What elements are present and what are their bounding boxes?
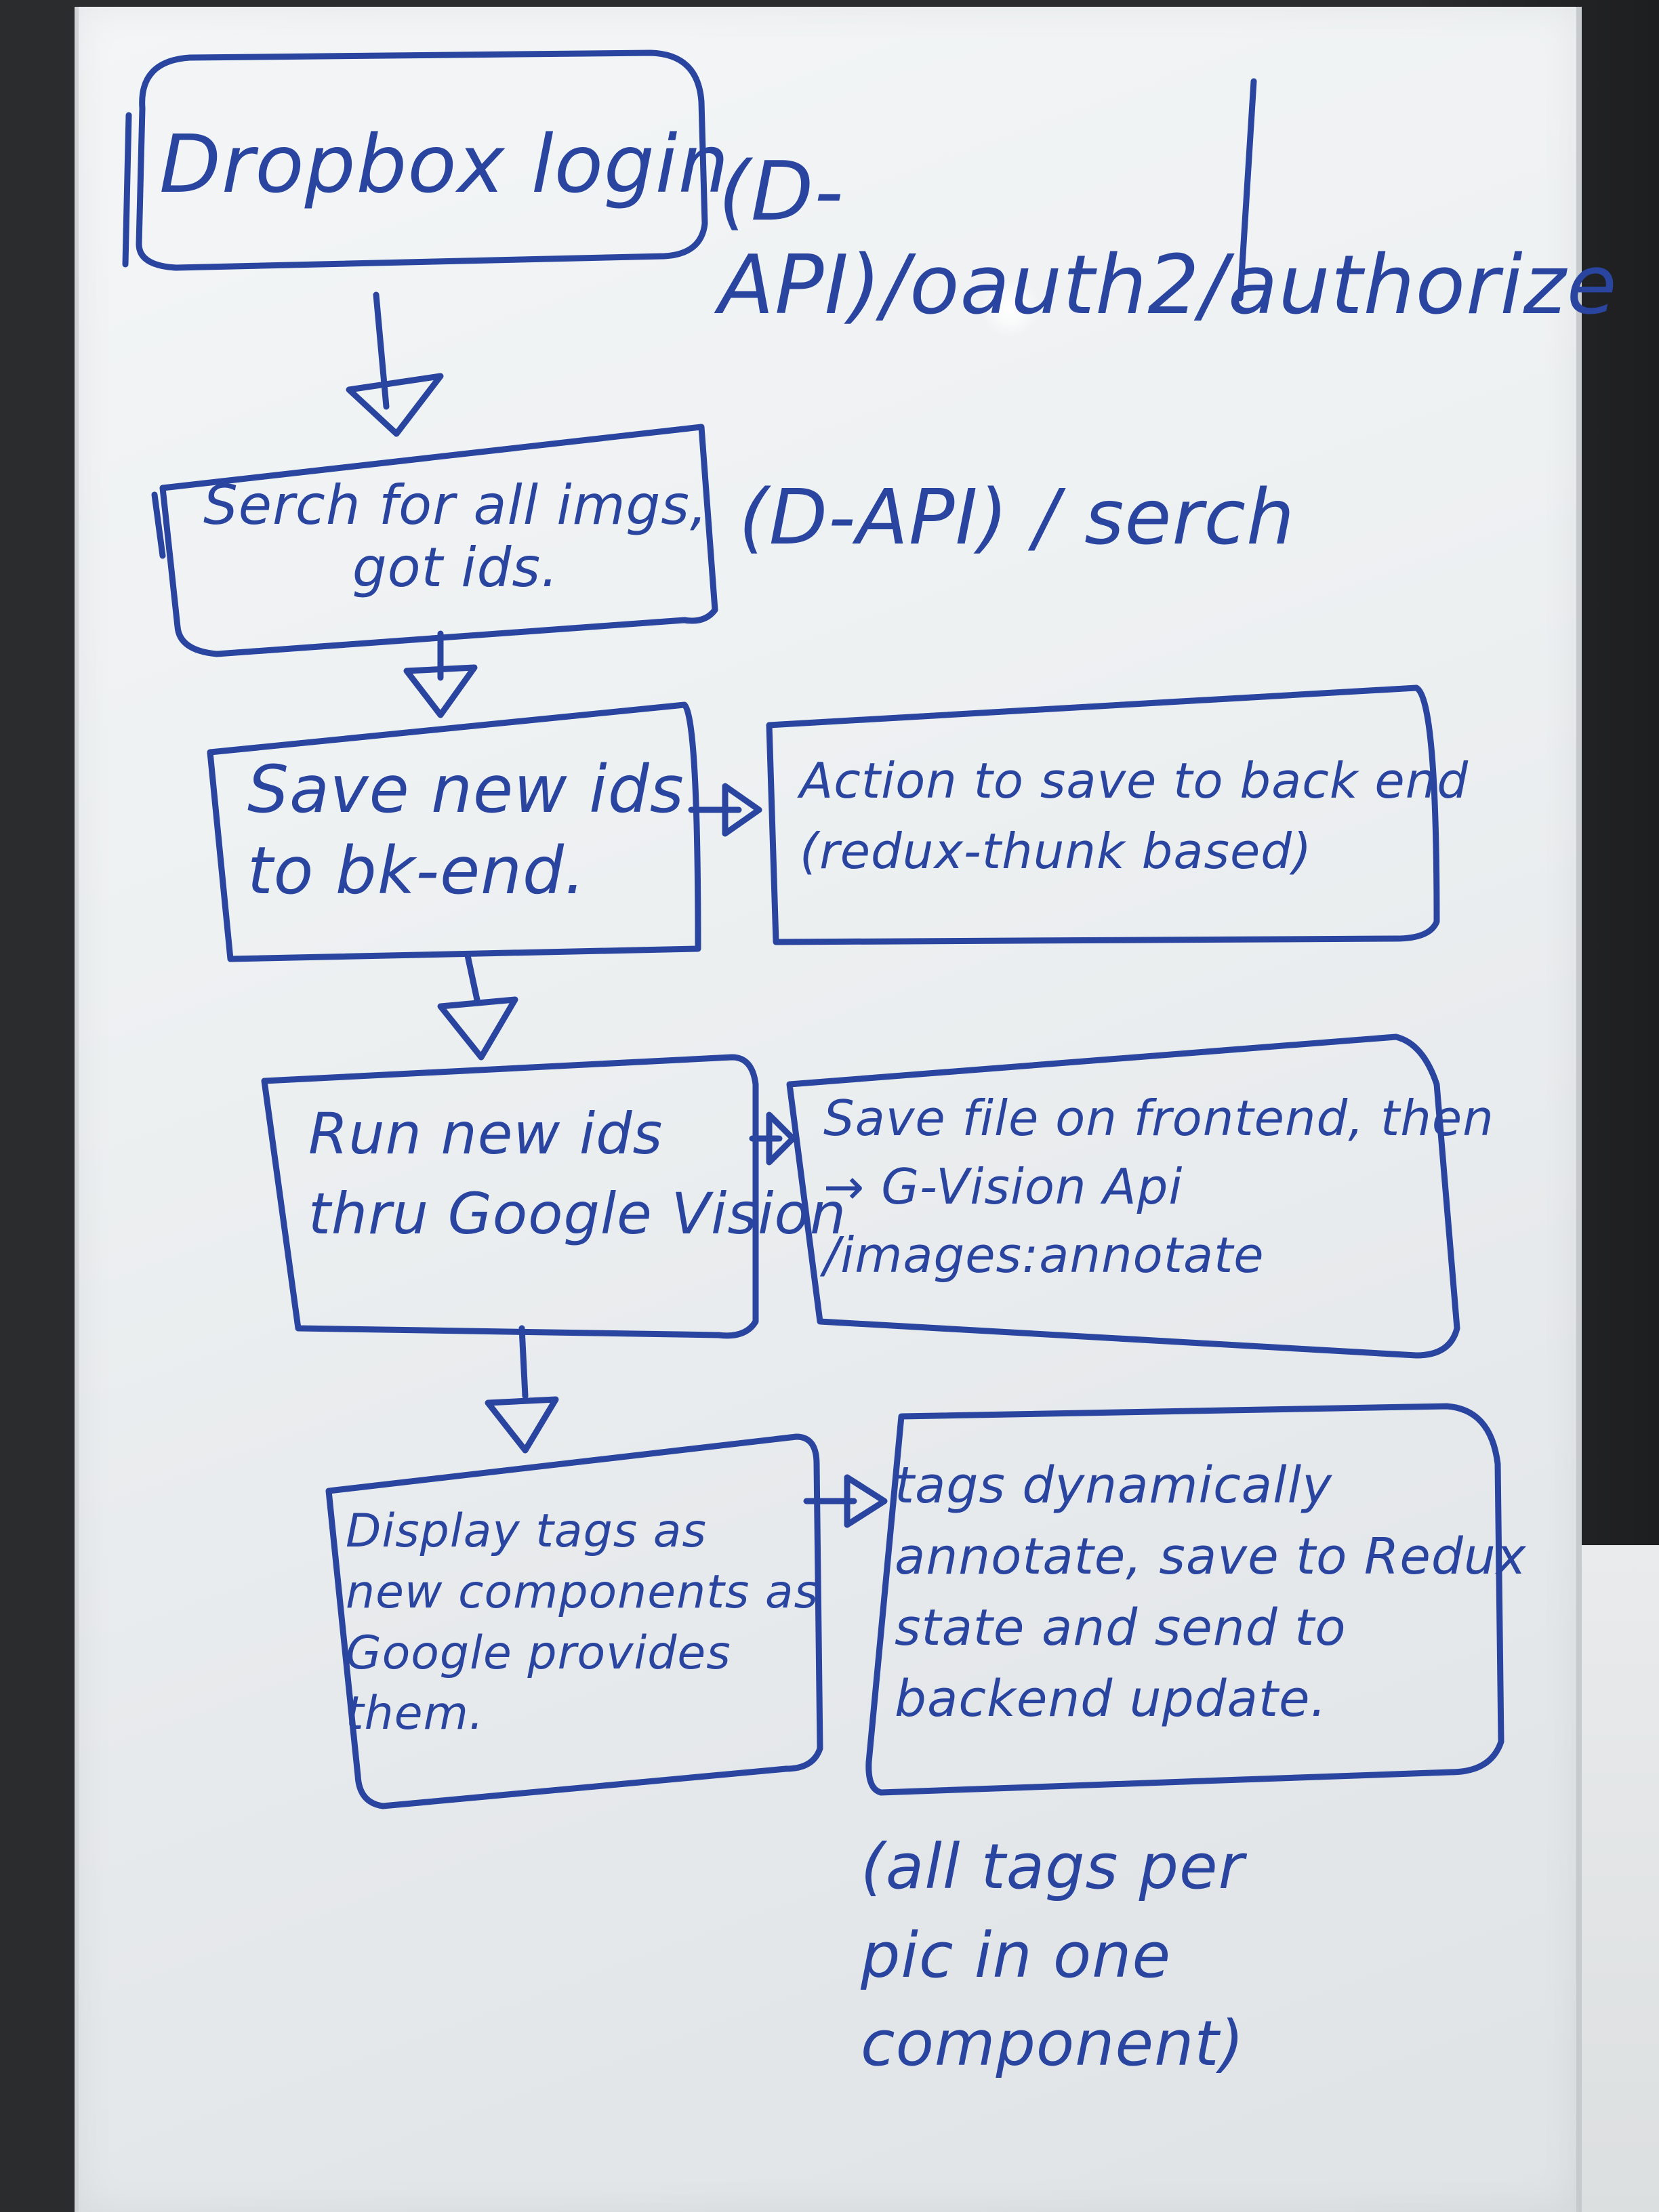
label-search-images: Serch for all imgs, got ids. xyxy=(203,474,708,599)
note-search-endpoint: (D-API) / serch xyxy=(739,474,1296,562)
label-run-vision: Run new ids thru Google Vision xyxy=(308,1101,847,1247)
label-dropbox-login: Dropbox login xyxy=(159,117,730,211)
arrow-save-to-run xyxy=(437,952,518,1061)
whiteboard xyxy=(75,7,1582,2212)
label-save-ids: Save new ids to bk-end. xyxy=(247,752,684,909)
slash-oauth xyxy=(1237,78,1257,302)
box-run-vision xyxy=(261,1054,759,1339)
box-dropbox-login-edge xyxy=(122,112,132,268)
arrow-search-to-save xyxy=(403,630,478,718)
label-display-tags: Display tags as new components as Google… xyxy=(346,1504,819,1741)
label-save-action: Action to save to back end (redux-thunk … xyxy=(800,752,1469,880)
arrow-run-to-vision xyxy=(749,1111,796,1166)
box-search-images xyxy=(159,424,718,657)
box-search-images-edge xyxy=(151,491,166,559)
label-vision-detail: Save file on frontend, then → G-Vision A… xyxy=(823,1090,1494,1284)
note-tags-per-pic: (all tags per pic in one component) xyxy=(861,1830,1245,2081)
arrow-save-to-action xyxy=(688,783,762,837)
label-tags-annotate: tags dynamically annotate, save to Redux… xyxy=(895,1456,1527,1729)
box-tags-annotate xyxy=(865,1403,1504,1796)
note-oauth-endpoint: (D-API)/oauth2/authorize xyxy=(718,145,1618,333)
box-save-action xyxy=(766,684,1440,945)
box-vision-detail xyxy=(786,1033,1460,1359)
light-glare xyxy=(980,278,1041,339)
box-display-tags xyxy=(325,1433,823,1809)
box-save-ids xyxy=(207,701,701,962)
arrow-login-to-search xyxy=(346,291,444,437)
arrow-display-to-annotate xyxy=(803,1474,888,1528)
arrow-run-to-display xyxy=(485,1325,559,1454)
box-dropbox-login xyxy=(136,49,708,271)
